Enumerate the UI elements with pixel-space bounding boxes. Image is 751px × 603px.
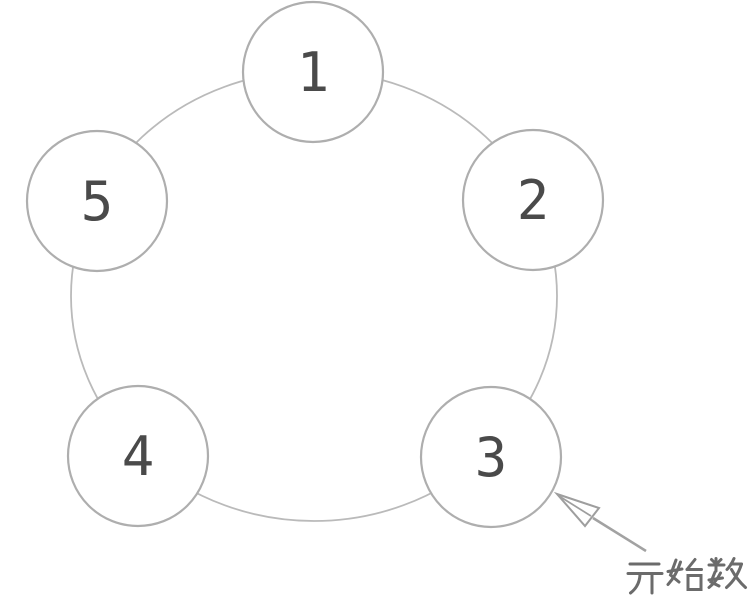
node-circle-5	[25, 129, 169, 273]
node-3: 3	[419, 385, 563, 529]
node-label-5: 5	[81, 170, 114, 233]
node-5: 5	[25, 129, 169, 273]
arrow-shaft	[592, 516, 647, 553]
node-4: 4	[66, 384, 210, 528]
start-counting-arrow	[553, 491, 647, 553]
node-circle-2	[461, 128, 605, 272]
glyph-shi	[666, 558, 703, 591]
node-circle-1	[241, 0, 385, 144]
node-circle-3	[419, 385, 563, 529]
node-1: 1	[241, 0, 385, 144]
node-circle-4	[66, 384, 210, 528]
start-counting-label-glyphs	[626, 557, 747, 595]
glyph-kai	[626, 562, 664, 595]
glyph-shu	[707, 557, 747, 589]
arrow-head-inner-line	[558, 495, 592, 517]
node-2: 2	[461, 128, 605, 272]
node-label-1: 1	[297, 41, 330, 104]
node-label-2: 2	[517, 169, 550, 232]
node-label-4: 4	[122, 425, 155, 488]
node-label-3: 3	[475, 426, 508, 489]
